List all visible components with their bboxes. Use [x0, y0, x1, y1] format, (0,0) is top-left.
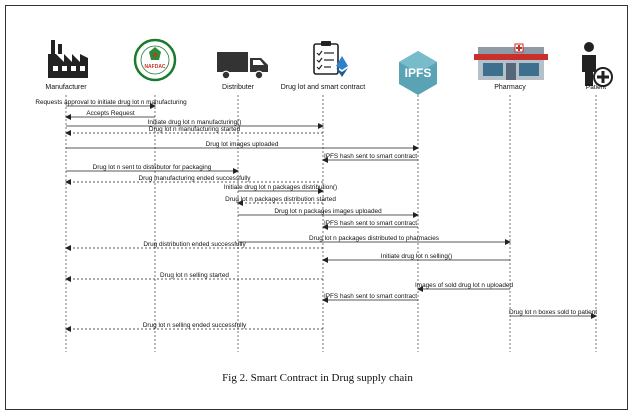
factory-icon [48, 40, 88, 78]
message-label: Images of sold drug lot n uploaded [415, 282, 514, 289]
actor-label-manufacturer: Manufacturer [45, 84, 87, 91]
messages-layer: Requests approval to initiate drug lot n… [35, 99, 597, 332]
nafdac-seal-icon: NAFDAC [133, 38, 177, 82]
actor-label-contract: Drug lot and smart contract [281, 84, 365, 91]
message-9: Initiate drug lot n packages distributio… [224, 184, 337, 194]
message-13: Drug lot n packages distributed to pharm… [238, 235, 511, 245]
message-7: Drug lot n sent to distributor for packa… [66, 164, 239, 174]
message-16: Drug lot n selling started [65, 272, 323, 282]
message-label: Drug lot n selling ended successfully [143, 322, 247, 329]
message-label: Accepts Request [86, 110, 135, 117]
message-label: IPFS hash sent to smart contract [324, 293, 417, 300]
message-label: Drug lot n boxes sold to patient [509, 309, 597, 316]
message-label: Initiate drug lot n selling() [381, 253, 452, 260]
actor-labels-layer: Manufacturer Distributer Drug lot and smar… [45, 84, 606, 91]
delivery-truck-icon [217, 52, 268, 80]
pharmacy-building-icon [474, 43, 548, 80]
actor-label-pharmacy: Pharmacy [494, 84, 526, 91]
message-1: Requests approval to initiate drug lot n… [35, 99, 187, 109]
message-label: Drug distribution ended successfully [143, 241, 246, 248]
message-5: Drug lot images uploaded [66, 141, 419, 151]
message-label: Drug lot n sent to distributor for packa… [93, 164, 212, 171]
message-label: Drug manufacturing ended successfully [139, 175, 252, 182]
lifelines-layer [65, 95, 597, 352]
message-8: Drug manufacturing ended successfully [65, 175, 323, 185]
figure-frame [5, 5, 628, 410]
message-label: Requests approval to initiate drug lot n… [35, 99, 187, 106]
message-label: Initiate drug lot n manufacturing() [148, 119, 242, 126]
message-label: Drug lot n manufacturing started [149, 126, 241, 133]
message-11: Drug lot n packages images uploaded [238, 208, 419, 218]
message-label: Drug lot n packages images uploaded [274, 208, 382, 215]
message-label: Drug lot images uploaded [206, 141, 279, 148]
message-2: Accepts Request [65, 110, 155, 120]
message-19: Drug lot n boxes sold to patient [509, 309, 597, 319]
nafdac-seal-text: NAFDAC [144, 64, 165, 70]
message-17: Images of sold drug lot n uploaded [415, 282, 514, 292]
message-10: Drug lot n packages distribution started [225, 196, 336, 206]
actor-label-distributer: Distributer [222, 84, 255, 91]
message-label: Drug lot n packages distribution started [225, 196, 336, 203]
message-18: IPFS hash sent to smart contract [322, 293, 418, 303]
ipfs-hexagon-icon: IPFS [399, 51, 437, 95]
message-15: Initiate drug lot n selling() [322, 253, 510, 263]
message-6: IPFS hash sent to smart contract [322, 153, 418, 163]
ipfs-logo-text: IPFS [405, 66, 432, 80]
message-label: Initiate drug lot n packages distributio… [224, 184, 337, 191]
actor-label-patient: Patient [586, 84, 606, 91]
message-14: Drug distribution ended successfully [65, 241, 323, 251]
message-label: IPFS hash sent to smart contract [324, 220, 417, 227]
message-label: Drug lot n packages distributed to pharm… [309, 235, 439, 242]
figure-caption: Fig 2. Smart Contract in Drug supply cha… [222, 372, 413, 384]
message-label: IPFS hash sent to smart contract [324, 153, 417, 160]
message-3: Initiate drug lot n manufacturing() [66, 119, 324, 129]
message-label: Drug lot n selling started [160, 272, 229, 279]
checklist-ethereum-icon [313, 41, 348, 77]
message-20: Drug lot n selling ended successfully [65, 322, 323, 332]
message-12: IPFS hash sent to smart contract [322, 220, 418, 230]
patient-plus-icon [582, 42, 613, 87]
message-4: Drug lot n manufacturing started [65, 126, 323, 136]
